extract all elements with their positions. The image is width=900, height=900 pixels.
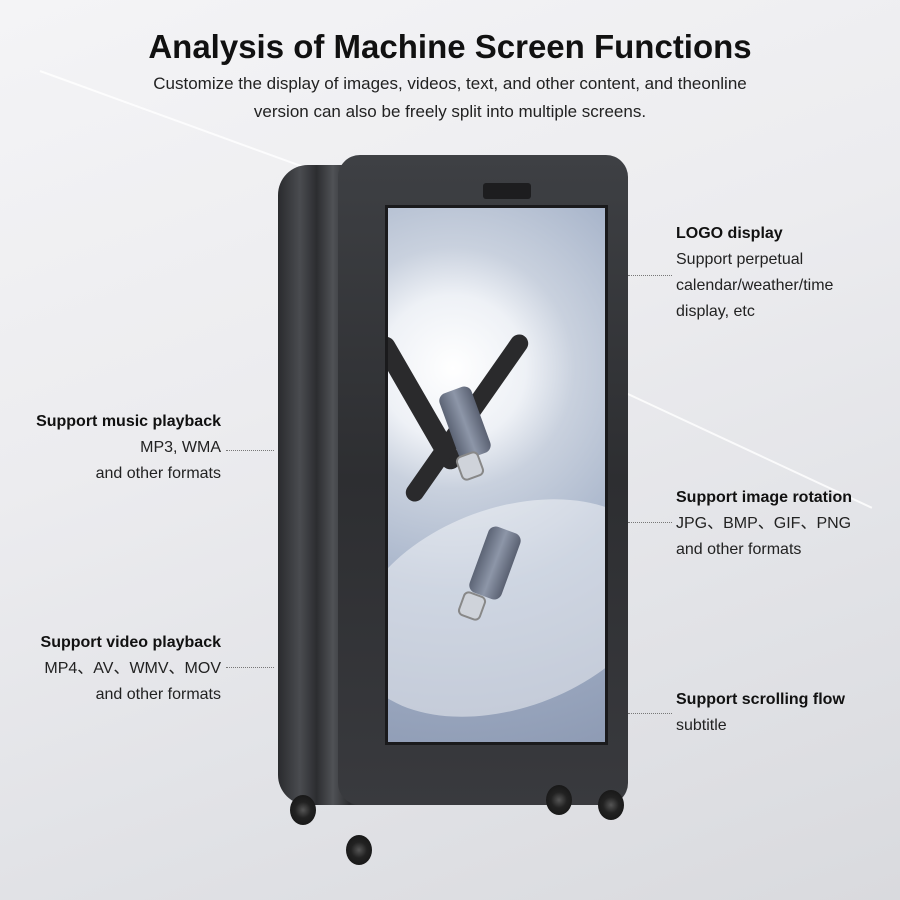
subtitle-line: Customize the display of images, videos,… (153, 74, 747, 93)
page-title: Analysis of Machine Screen Functions (148, 28, 752, 65)
feature-logo-display: LOGO display Support perpetual calendar/… (676, 221, 833, 325)
feature-heading: Support image rotation (676, 489, 852, 506)
wheel (290, 795, 316, 825)
feature-video-playback: Support video playback MP4、AV、WMV、MOV an… (0, 630, 221, 708)
feature-text: MP4、AV、WMV、MOV (44, 660, 221, 677)
feature-image-rotation: Support image rotation JPG、BMP、GIF、PNG a… (676, 485, 852, 563)
feature-text: display, etc (676, 303, 755, 320)
feature-text: and other formats (95, 465, 221, 482)
feature-text: and other formats (676, 541, 802, 558)
display-screen (385, 205, 608, 745)
feature-text: JPG、BMP、GIF、PNG (676, 515, 852, 532)
feature-scrolling-subtitle: Support scrolling flow subtitle (676, 687, 845, 739)
wheel (598, 790, 624, 820)
feature-heading: Support video playback (40, 634, 221, 651)
leader-line (628, 275, 672, 276)
wheel (546, 785, 572, 815)
leader-line (628, 713, 672, 714)
leader-line (628, 522, 672, 523)
feature-music-playback: Support music playback MP3, WMA and othe… (0, 409, 221, 487)
leader-line (226, 450, 274, 451)
feature-text: subtitle (676, 717, 727, 734)
feature-heading: Support music playback (36, 413, 221, 430)
suitcase-image (278, 155, 628, 865)
feature-text: and other formats (95, 686, 221, 703)
feature-heading: Support scrolling flow (676, 691, 845, 708)
feature-heading: LOGO display (676, 225, 783, 242)
suitcase-handle (483, 183, 531, 199)
feature-text: Support perpetual (676, 251, 804, 268)
screen-swoosh (388, 459, 605, 742)
wheel (346, 835, 372, 865)
subtitle-line: version can also be freely split into mu… (253, 102, 647, 121)
leader-line (226, 667, 274, 668)
feature-text: MP3, WMA (140, 439, 221, 456)
feature-text: calendar/weather/time (676, 277, 834, 294)
